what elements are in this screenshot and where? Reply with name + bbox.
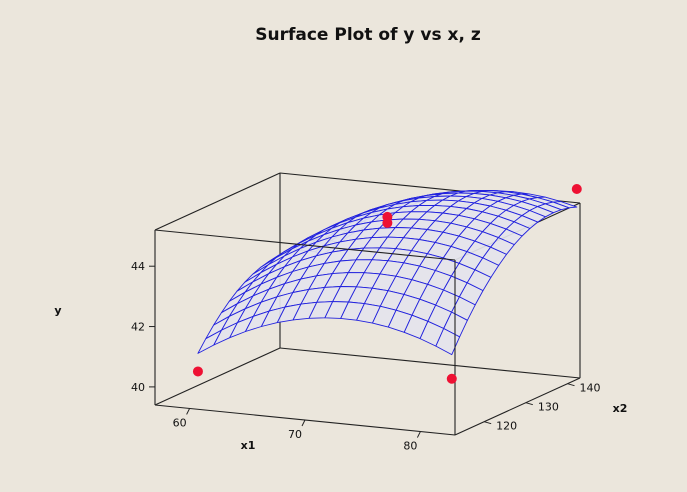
x2-tick-label: 120 (496, 420, 517, 433)
box-edge (279, 347, 581, 379)
x1-tick-mark (186, 408, 191, 415)
box-edge (154, 172, 281, 231)
data-point (192, 366, 203, 377)
x2-tick-mark (525, 402, 533, 406)
box-edge (154, 229, 456, 261)
z-tick-label: 42 (131, 321, 145, 334)
data-point (446, 373, 457, 384)
box-edge (454, 377, 581, 436)
x1-tick-mark (416, 431, 421, 438)
x2-axis-label: x2 (613, 402, 628, 415)
z-axis-ticks: 40 42 44 (131, 260, 155, 394)
data-point (382, 217, 393, 228)
z-tick-label: 44 (131, 260, 145, 273)
x2-tick-label: 140 (580, 382, 601, 395)
x1-tick-mark (301, 419, 306, 427)
x2-tick-mark (484, 421, 492, 425)
x1-axis-ticks: 60 70 80 (173, 408, 421, 453)
data-point (571, 183, 582, 194)
x1-axis-label: x1 (241, 439, 256, 452)
x2-tick-mark (567, 383, 575, 387)
x1-tick-label: 60 (173, 416, 187, 429)
x2-axis-ticks: 120 130 140 (484, 382, 601, 433)
surface-cell (435, 328, 461, 356)
z-tick-label: 40 (131, 381, 145, 394)
data-points (192, 183, 582, 384)
x1-tick-label: 80 (403, 440, 417, 453)
x2-tick-label: 130 (538, 401, 559, 414)
chart-title: Surface Plot of y vs x, z (255, 25, 481, 45)
z-axis-label: y (54, 304, 61, 317)
surface-mesh (197, 189, 578, 356)
box-edge (154, 347, 281, 406)
x1-tick-label: 70 (288, 428, 302, 441)
